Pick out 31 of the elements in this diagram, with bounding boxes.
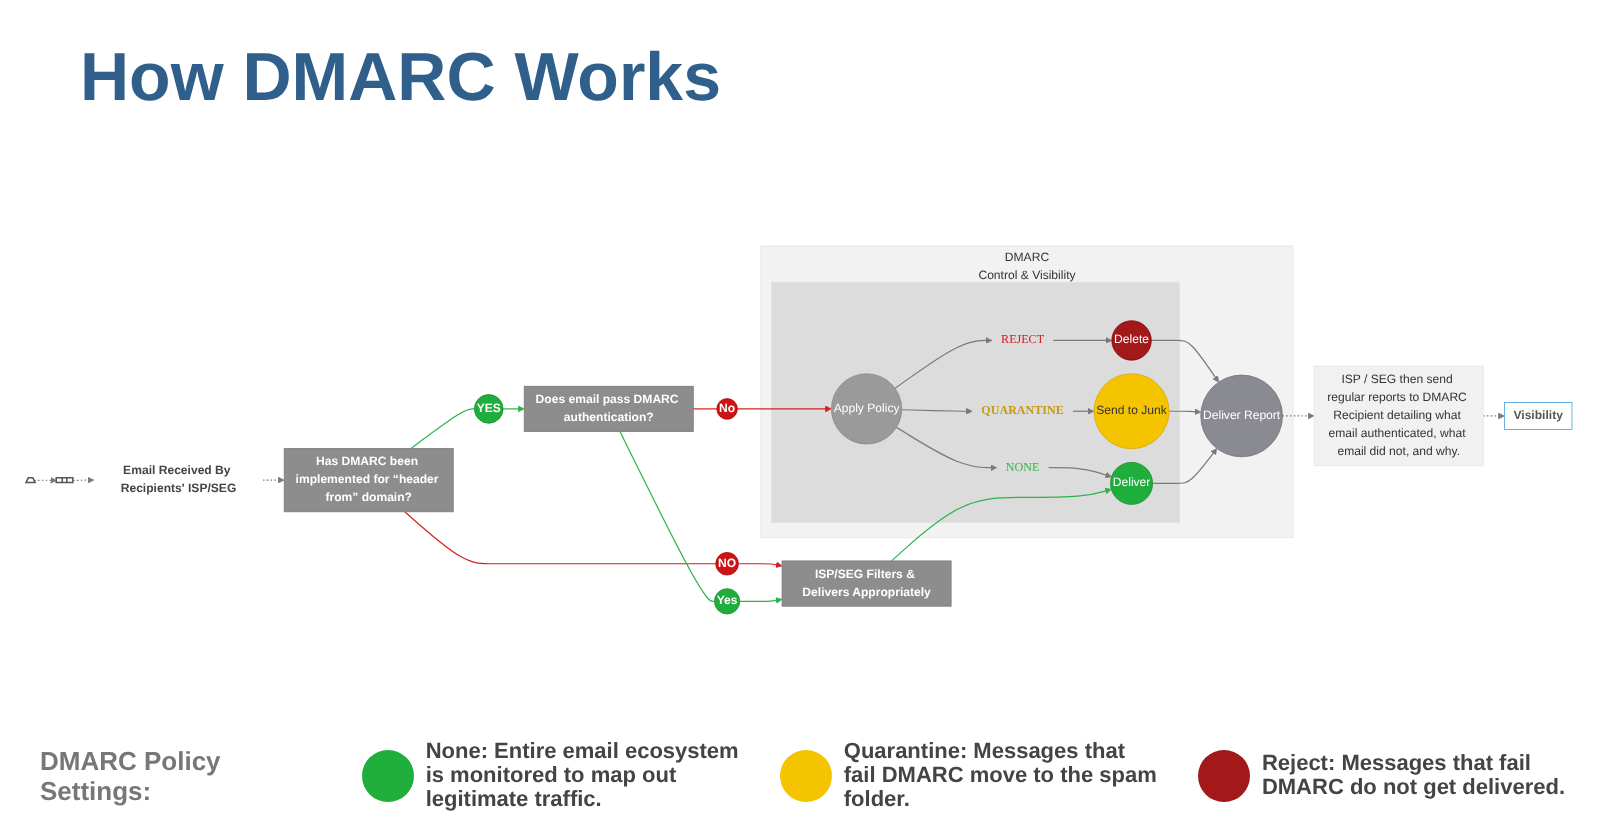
arrow	[895, 426, 998, 472]
arrow	[901, 407, 973, 415]
title: How DMARC Works	[80, 40, 721, 118]
arrow	[1072, 407, 1095, 415]
settings-label: DMARC Policy Settings:	[40, 746, 223, 806]
arrow	[890, 487, 1112, 562]
arrow	[894, 337, 993, 389]
connector	[619, 430, 716, 602]
arrow	[1168, 408, 1202, 415]
arrow	[1281, 412, 1315, 420]
arrow	[72, 476, 95, 484]
arrow	[33, 476, 57, 484]
arrow	[1150, 339, 1219, 383]
legend-text: None: Entire email ecosystem is monitored to map out legitimate traffic.	[425, 740, 741, 812]
connector	[404, 511, 717, 565]
connector	[410, 408, 475, 450]
node-envelope	[55, 477, 74, 484]
legend-text: Quarantine: Messages that fail DMARC move to the spam folder.	[843, 740, 1159, 812]
arrow	[1152, 448, 1218, 484]
arrow	[1047, 467, 1112, 479]
arrow	[739, 597, 783, 604]
arrow	[262, 476, 285, 484]
arrow	[736, 405, 832, 413]
node-building	[24, 477, 37, 484]
arrow	[1052, 337, 1113, 344]
cluster	[771, 281, 1180, 523]
arrow	[737, 561, 783, 568]
arrow	[1482, 412, 1505, 420]
connector	[692, 408, 718, 410]
legend-text: Reject: Messages that fail DMARC do not get delivered.	[1261, 752, 1568, 800]
arrow	[502, 405, 525, 413]
